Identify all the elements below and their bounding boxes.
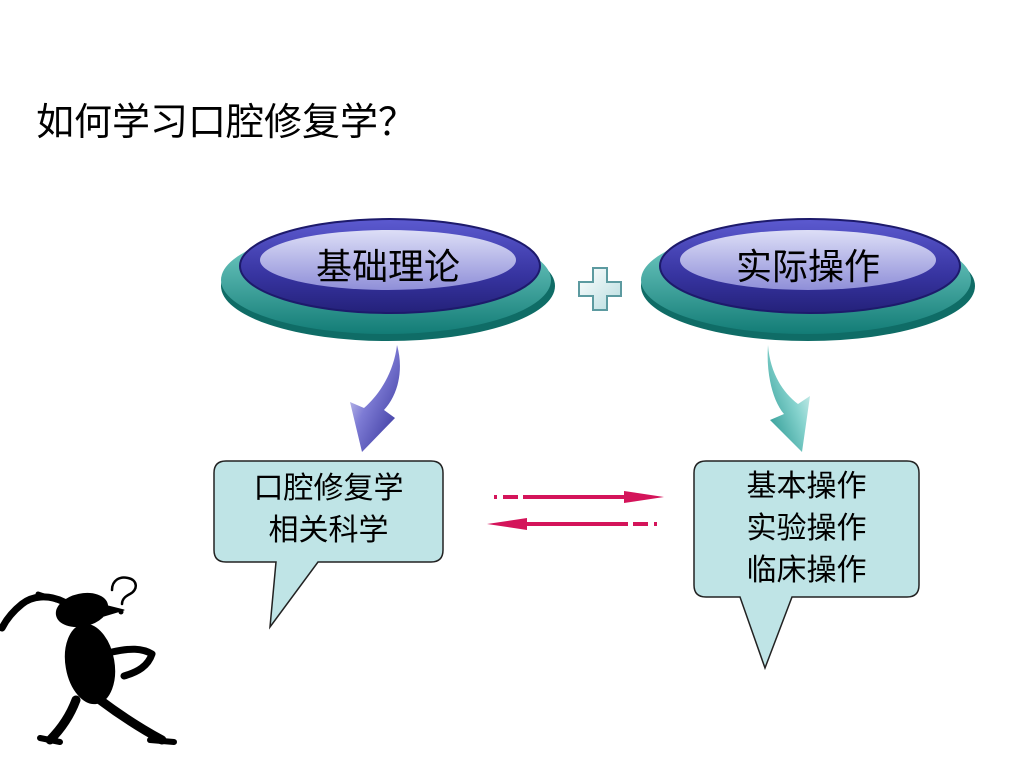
- right-oval-shape: [641, 218, 975, 341]
- left-oval-label: 基础理论: [315, 247, 460, 288]
- left-oval-shape: [221, 218, 555, 341]
- right-callout-text: 基本操作 实验操作 临床操作: [694, 466, 919, 592]
- right-callout-line-2: 实验操作: [746, 511, 867, 546]
- left-down-arrow: [350, 345, 400, 452]
- thinking-person-icon: [0, 591, 177, 745]
- right-down-arrow: [767, 345, 810, 452]
- right-callout-shape: [693, 460, 920, 671]
- plus-icon: [578, 267, 622, 311]
- right-oval-label: 实际操作: [735, 247, 880, 288]
- right-callout-line-3: 临床操作: [746, 553, 867, 588]
- page-title: 如何学习口腔修复学？: [36, 100, 417, 144]
- left-callout-text: 口腔修复学 相关科学: [214, 468, 443, 552]
- exchange-arrow-right: [494, 491, 664, 503]
- question-mark-icon: [110, 576, 137, 615]
- exchange-arrow-left: [487, 518, 657, 530]
- right-callout-line-1: 基本操作: [746, 469, 867, 504]
- left-callout-line-2: 相关科学: [268, 513, 389, 548]
- left-callout-shape: [213, 460, 444, 630]
- left-callout-line-1: 口腔修复学: [253, 471, 404, 506]
